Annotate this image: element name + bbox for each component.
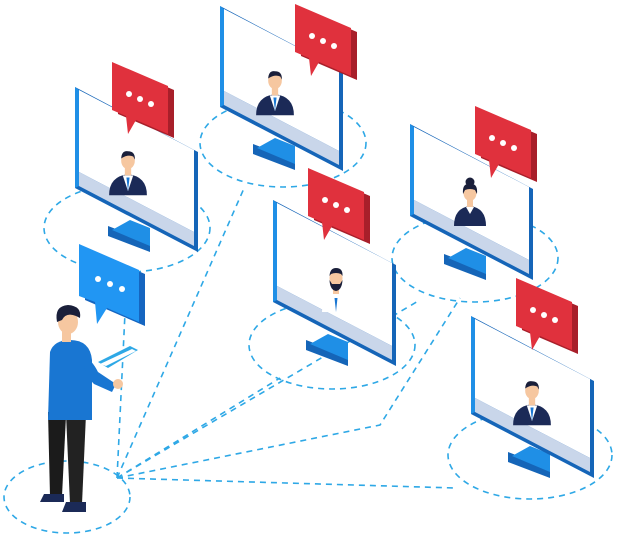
- monitor-4: [410, 124, 533, 280]
- standing-user: [40, 305, 138, 512]
- monitor-5: [471, 316, 594, 478]
- floor-ring-4: [391, 213, 559, 303]
- connection-line-5: [116, 477, 456, 489]
- floor-ring-2: [199, 98, 367, 188]
- participant-3: [322, 268, 350, 312]
- connection-line-2: [116, 185, 246, 479]
- floor-ring-user: [3, 460, 131, 534]
- chat-bubbles-red: [112, 4, 578, 354]
- connection-line-4: [116, 299, 421, 479]
- chat-bubble-icon: [516, 278, 578, 354]
- chat-bubble-icon: [295, 4, 357, 80]
- chat-bubble-icon: [112, 62, 174, 138]
- connection-lines: [116, 185, 461, 489]
- connection-line-3: [116, 377, 281, 479]
- chat-bubble-icon: [475, 106, 537, 182]
- connection-line-6: [116, 297, 461, 479]
- monitor-2: [220, 6, 343, 171]
- floor-ring-5: [447, 410, 613, 500]
- chat-bubble-user-icon: [79, 244, 145, 326]
- floor-ring-3: [248, 300, 416, 390]
- connection-line-1: [116, 271, 128, 479]
- monitor-3: [273, 200, 396, 366]
- monitor-1: [75, 87, 198, 252]
- participant-4: [454, 177, 486, 226]
- chat-bubble-icon: [308, 168, 370, 244]
